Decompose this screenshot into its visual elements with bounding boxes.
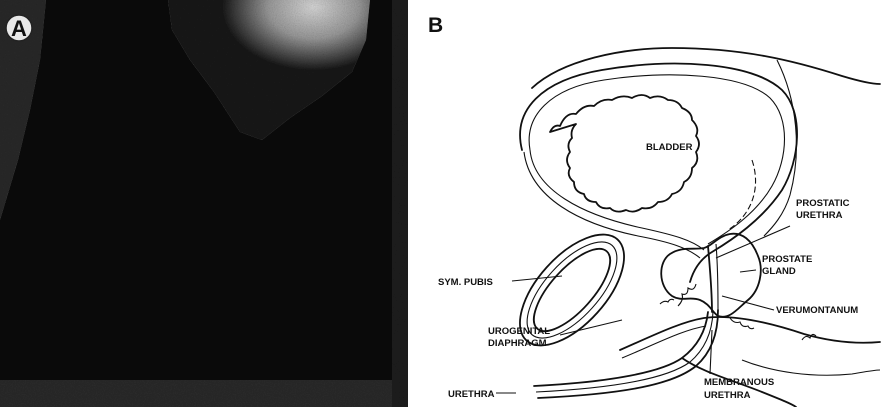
bladder-lumen [550, 95, 699, 212]
label-prostate-gland-line2: GLAND [762, 266, 796, 277]
urethra-lumen [536, 312, 713, 392]
leader-prostate-gland [740, 270, 756, 272]
label-sym-pubis: SYM. PUBIS [438, 277, 493, 288]
prostatic-urethra-inner [716, 244, 718, 310]
bladder-neck-left-2 [524, 152, 700, 258]
label-verumontanum: VERUMONTANUM [776, 305, 858, 316]
prostatic-urethra [708, 246, 712, 312]
label-urogenital-line2: DIAPHRAGM [488, 338, 547, 349]
label-membranous-line2: URETHRA [704, 390, 751, 401]
bladder-neck-dashed [728, 160, 756, 230]
peritoneum-line [532, 48, 880, 88]
panel-a-letter: A [11, 16, 27, 41]
label-prostatic-urethra-line2: URETHRA [796, 210, 843, 221]
label-membranous-line1: MEMBRANOUS [704, 377, 774, 388]
label-urethra: URETHRA [448, 389, 495, 400]
bladder-neck-left [530, 150, 704, 250]
label-urogenital-line1: UROGENITAL [488, 326, 550, 337]
leader-membranous [710, 330, 712, 374]
label-prostate-gland-line1: PROSTATE [762, 254, 812, 265]
urogenital-diaphragm [620, 317, 880, 350]
leader-verumontanum [722, 296, 774, 310]
verumontanum-mark-3 [660, 299, 674, 304]
anatomy-diagram-panel: B BLADDER PROSTATIC URETHRA PROSTATE [412, 0, 885, 407]
radiograph-bottom-edge [0, 380, 408, 407]
lower-body-contour [742, 360, 880, 375]
verumontanum-mark-1 [678, 284, 696, 306]
label-bladder: BLADDER [646, 142, 693, 153]
label-prostatic-urethra-line1: PROSTATIC [796, 198, 850, 209]
panel-b-letter: B [428, 14, 443, 37]
radiograph-right-edge [392, 0, 408, 407]
radiograph-panel: A [0, 0, 408, 407]
bladder-outer-wall-right [764, 60, 796, 236]
